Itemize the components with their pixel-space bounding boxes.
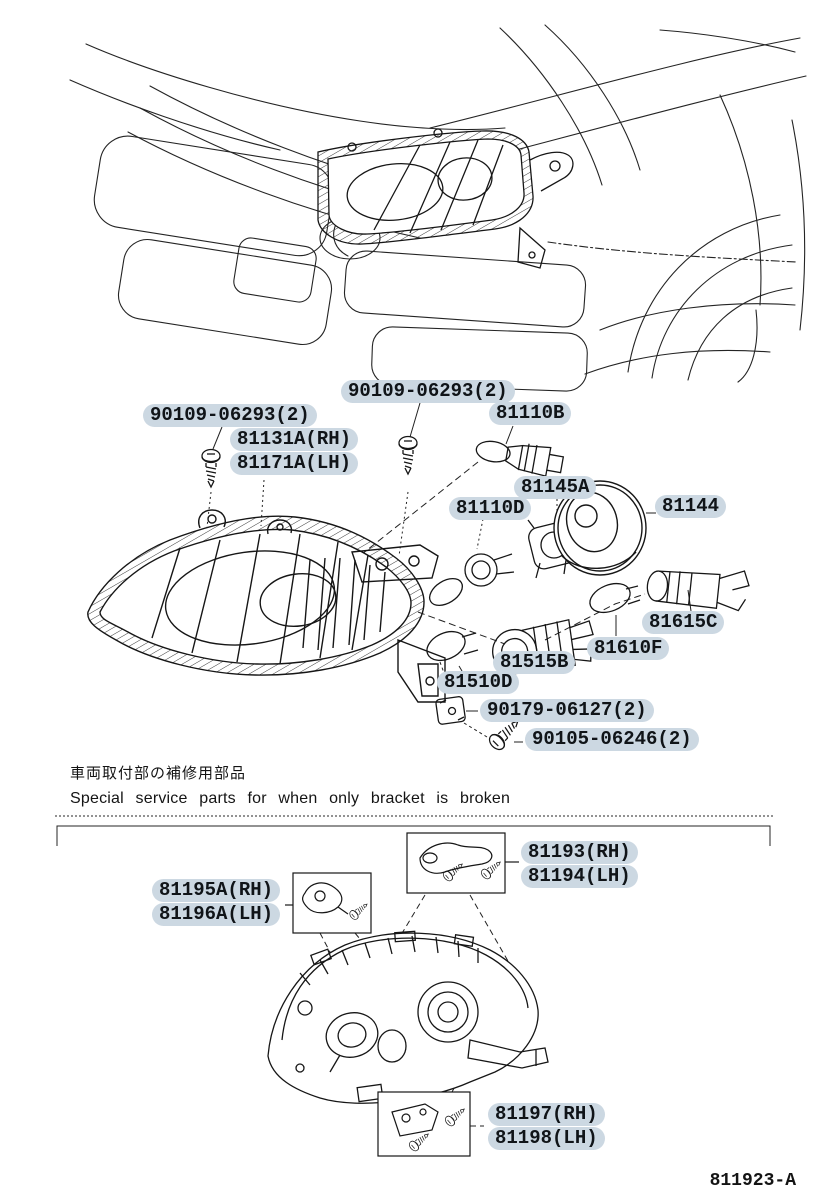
part-label-81195a-rh[interactable]: 81195A(RH) — [152, 879, 281, 902]
section-title-japanese: 車両取付部の補修用部品 — [70, 765, 247, 782]
section-divider — [55, 815, 775, 846]
bulb-81610f-drawing — [589, 582, 641, 614]
part-label-81144[interactable]: 81144 — [655, 495, 727, 518]
part-label-81197-81198[interactable]: 81197(RH) 81198(LH) — [488, 1103, 605, 1150]
part-label-81145a[interactable]: 81145A — [514, 476, 597, 499]
part-label-81131a-81171a[interactable]: 81131A(RH) 81171A(LH) — [230, 428, 359, 475]
part-label-81515b[interactable]: 81515B — [493, 651, 576, 674]
bulb-81110b-drawing — [475, 440, 565, 477]
headlamp-housing-rear-drawing — [267, 930, 549, 1104]
part-label-81193-81194[interactable]: 81193(RH) 81194(LH) — [521, 841, 638, 888]
figure-number: 811923-A — [709, 1171, 796, 1191]
screw-90109-left-drawing — [201, 448, 221, 488]
part-label-81110b[interactable]: 81110B — [489, 402, 572, 425]
headlamp-unit-drawing — [87, 509, 446, 703]
socket-81615c-drawing — [646, 570, 750, 612]
part-label-81131a-rh[interactable]: 81131A(RH) — [230, 428, 359, 451]
part-label-81196a-lh[interactable]: 81196A(LH) — [152, 903, 281, 926]
cover-81144-drawing — [553, 480, 647, 576]
part-label-90109-06293-left[interactable]: 90109-06293(2) — [143, 404, 317, 427]
part-label-81171a-lh[interactable]: 81171A(LH) — [230, 452, 359, 475]
part-label-81194-lh[interactable]: 81194(LH) — [521, 865, 638, 888]
car-headlamp-drawing — [317, 128, 574, 269]
part-label-90105-06246[interactable]: 90105-06246(2) — [525, 728, 699, 751]
part-label-81198-lh[interactable]: 81198(LH) — [488, 1127, 605, 1150]
part-label-81195a-81196a[interactable]: 81195A(RH) 81196A(LH) — [152, 879, 281, 926]
part-label-81197-rh[interactable]: 81197(RH) — [488, 1103, 605, 1126]
clip-90179-drawing — [435, 696, 466, 725]
bracket-81197-box-drawing — [377, 1091, 471, 1157]
part-label-81110d[interactable]: 81110D — [449, 497, 532, 520]
bulb-81110d-drawing — [429, 553, 515, 606]
screw-90109-center-drawing — [398, 435, 418, 475]
bulb-81510d-drawing — [426, 630, 479, 662]
part-label-81610f[interactable]: 81610F — [587, 637, 670, 660]
section-title-english: Special service parts for when only brac… — [70, 790, 511, 807]
part-label-90109-06293-center[interactable]: 90109-06293(2) — [341, 380, 515, 403]
bracket-81195a-box-drawing — [285, 872, 372, 934]
part-label-81193-rh[interactable]: 81193(RH) — [521, 841, 638, 864]
bracket-81193-box-drawing — [406, 832, 519, 894]
part-label-81615c[interactable]: 81615C — [642, 611, 725, 634]
part-label-90179-06127[interactable]: 90179-06127(2) — [480, 699, 654, 722]
part-label-81510d[interactable]: 81510D — [437, 671, 520, 694]
